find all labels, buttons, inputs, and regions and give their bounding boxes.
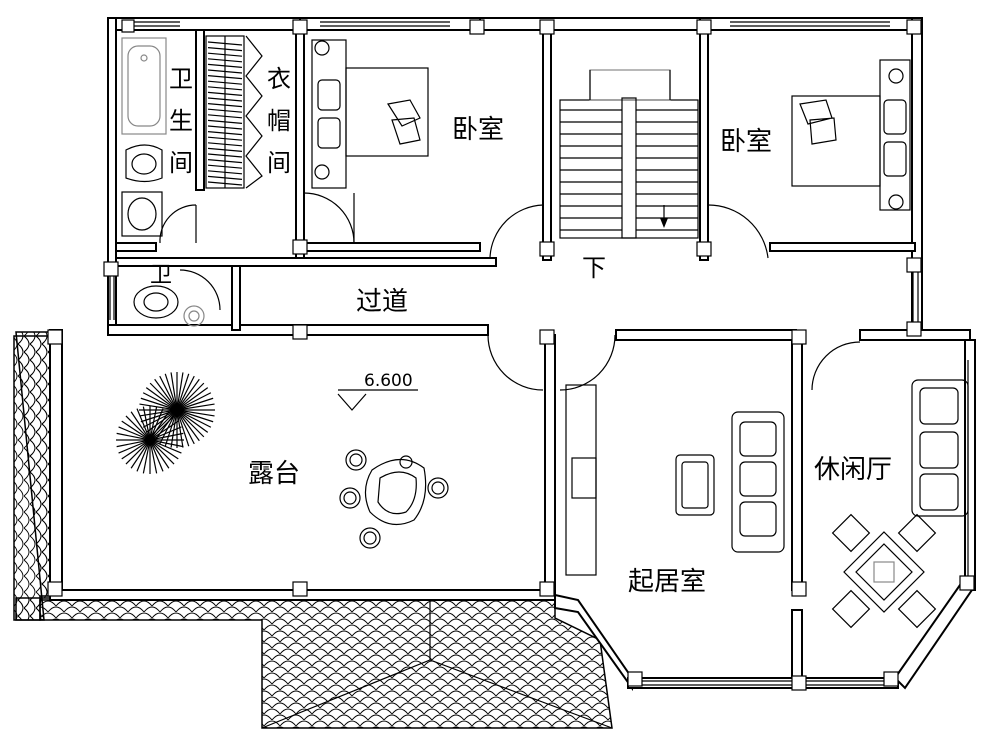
room-labels: 卫 生 间 衣 帽 间 卧室 卧室 下 卫 过道 露台 起居室 休闲厅 6.60… — [150, 65, 892, 597]
bed-left — [311, 39, 429, 189]
doors — [159, 192, 861, 391]
rock-garden — [339, 449, 449, 549]
elevation-marker — [337, 389, 418, 411]
roof-tiles — [13, 331, 613, 729]
tv-cabinet — [565, 384, 597, 576]
elevation-label: 6.600 — [364, 371, 413, 391]
sofa-living — [731, 411, 785, 553]
wardrobe — [205, 35, 263, 189]
label-bath-1: 卫 — [169, 65, 193, 93]
bed-right — [791, 59, 911, 211]
label-bath-2: 生 — [169, 107, 193, 135]
label-small-bath: 卫 — [150, 263, 172, 288]
label-closet-3: 间 — [267, 149, 291, 177]
dining-set — [831, 513, 937, 629]
columns — [47, 19, 975, 691]
label-lounge: 休闲厅 — [814, 455, 892, 485]
label-corridor: 过道 — [356, 287, 408, 317]
label-terrace: 露台 — [248, 459, 300, 489]
small-bath-fixtures — [133, 285, 205, 327]
washbasin — [121, 191, 163, 237]
label-bath-3: 间 — [169, 149, 193, 177]
toilet — [125, 144, 163, 183]
coffee-table — [675, 454, 715, 516]
windows — [109, 21, 969, 686]
bathtub — [121, 37, 167, 135]
palm-plants — [116, 372, 215, 474]
label-living-room: 起居室 — [628, 567, 706, 597]
label-closet-1: 衣 — [267, 65, 291, 93]
label-bedroom-left: 卧室 — [452, 115, 504, 145]
sofa-lounge — [911, 379, 969, 517]
label-stairs-down: 下 — [582, 254, 606, 282]
label-closet-2: 帽 — [267, 107, 291, 135]
staircase — [559, 69, 699, 239]
label-bedroom-right: 卧室 — [720, 127, 772, 157]
